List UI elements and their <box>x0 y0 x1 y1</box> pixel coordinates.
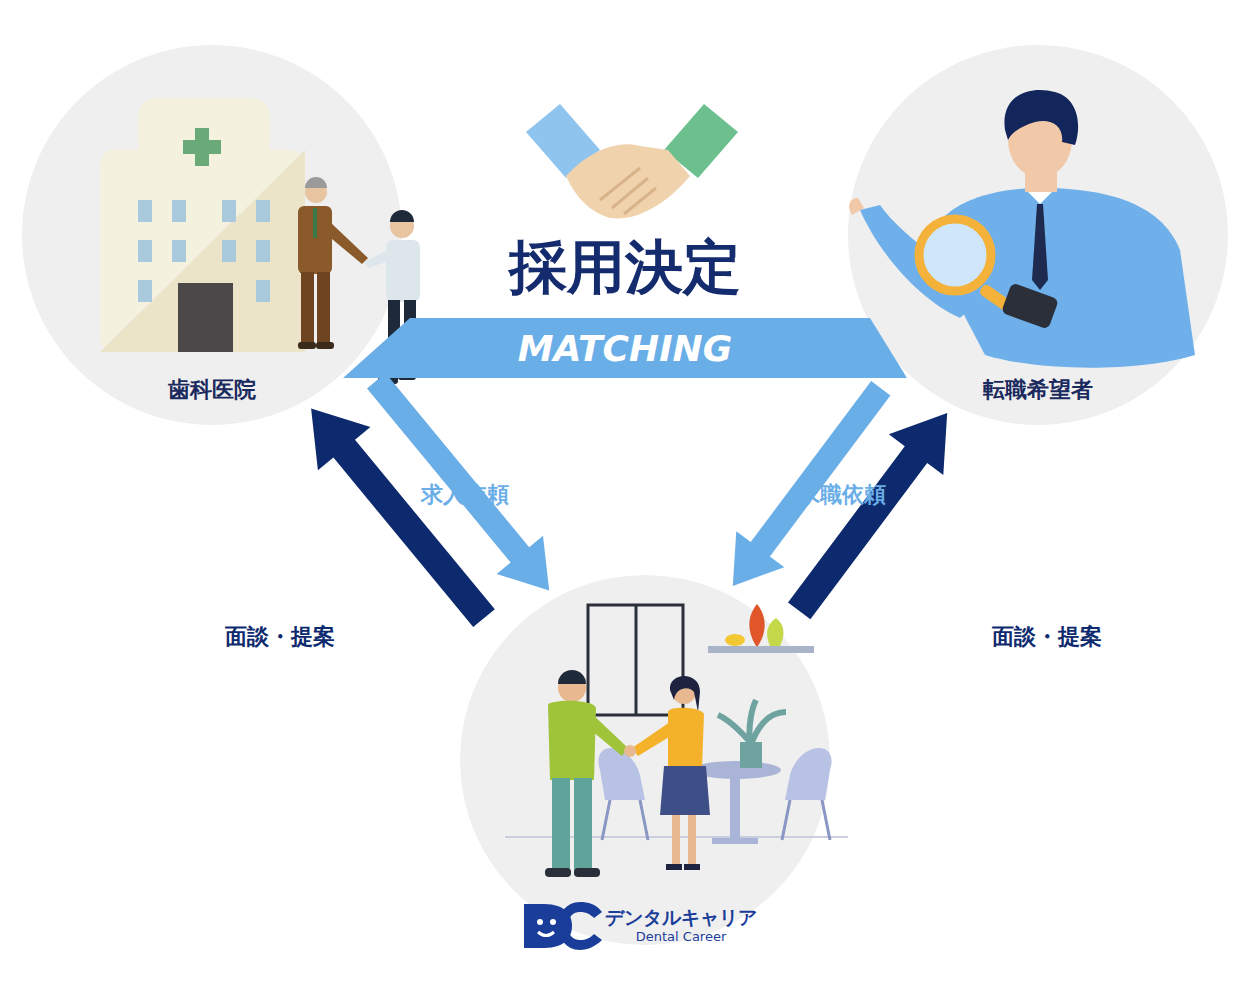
edge-label: 面談・提案 <box>992 622 1102 652</box>
edge-label: 面談・提案 <box>225 622 335 652</box>
flow-arrow <box>788 413 947 619</box>
logo-mark <box>524 902 602 950</box>
job-seeker <box>849 90 1195 368</box>
seeker-circle <box>848 45 1228 425</box>
band-label: MATCHING <box>340 326 910 372</box>
agency-circle <box>460 575 830 945</box>
agency-circle-node: デンタルキャリアDental Career <box>460 575 830 945</box>
seeker-circle-node: 転職希望者 <box>848 45 1228 425</box>
logo-sub: Dental Career <box>605 929 757 945</box>
clinic-building <box>100 98 305 352</box>
node-label: 歯科医院 <box>22 375 402 405</box>
clinic-circle <box>22 45 402 425</box>
flow-arrow <box>311 409 495 627</box>
node-label: 転職希望者 <box>848 375 1228 405</box>
logo-text: デンタルキャリアDental Career <box>605 905 757 945</box>
edge-label: 求人依頼 <box>421 480 509 510</box>
band-heading: 採用決定 <box>340 232 910 302</box>
clinic-circle-node: 歯科医院 <box>22 45 402 425</box>
flow-arrow <box>367 373 549 590</box>
handshake-icon <box>526 104 738 218</box>
logo-name: デンタルキャリア <box>605 905 757 929</box>
office-scene <box>505 604 848 877</box>
flow-arrow <box>733 381 891 586</box>
matching-band: 採用決定 MATCHING <box>340 218 910 380</box>
edge-label: 求職依頼 <box>798 480 886 510</box>
